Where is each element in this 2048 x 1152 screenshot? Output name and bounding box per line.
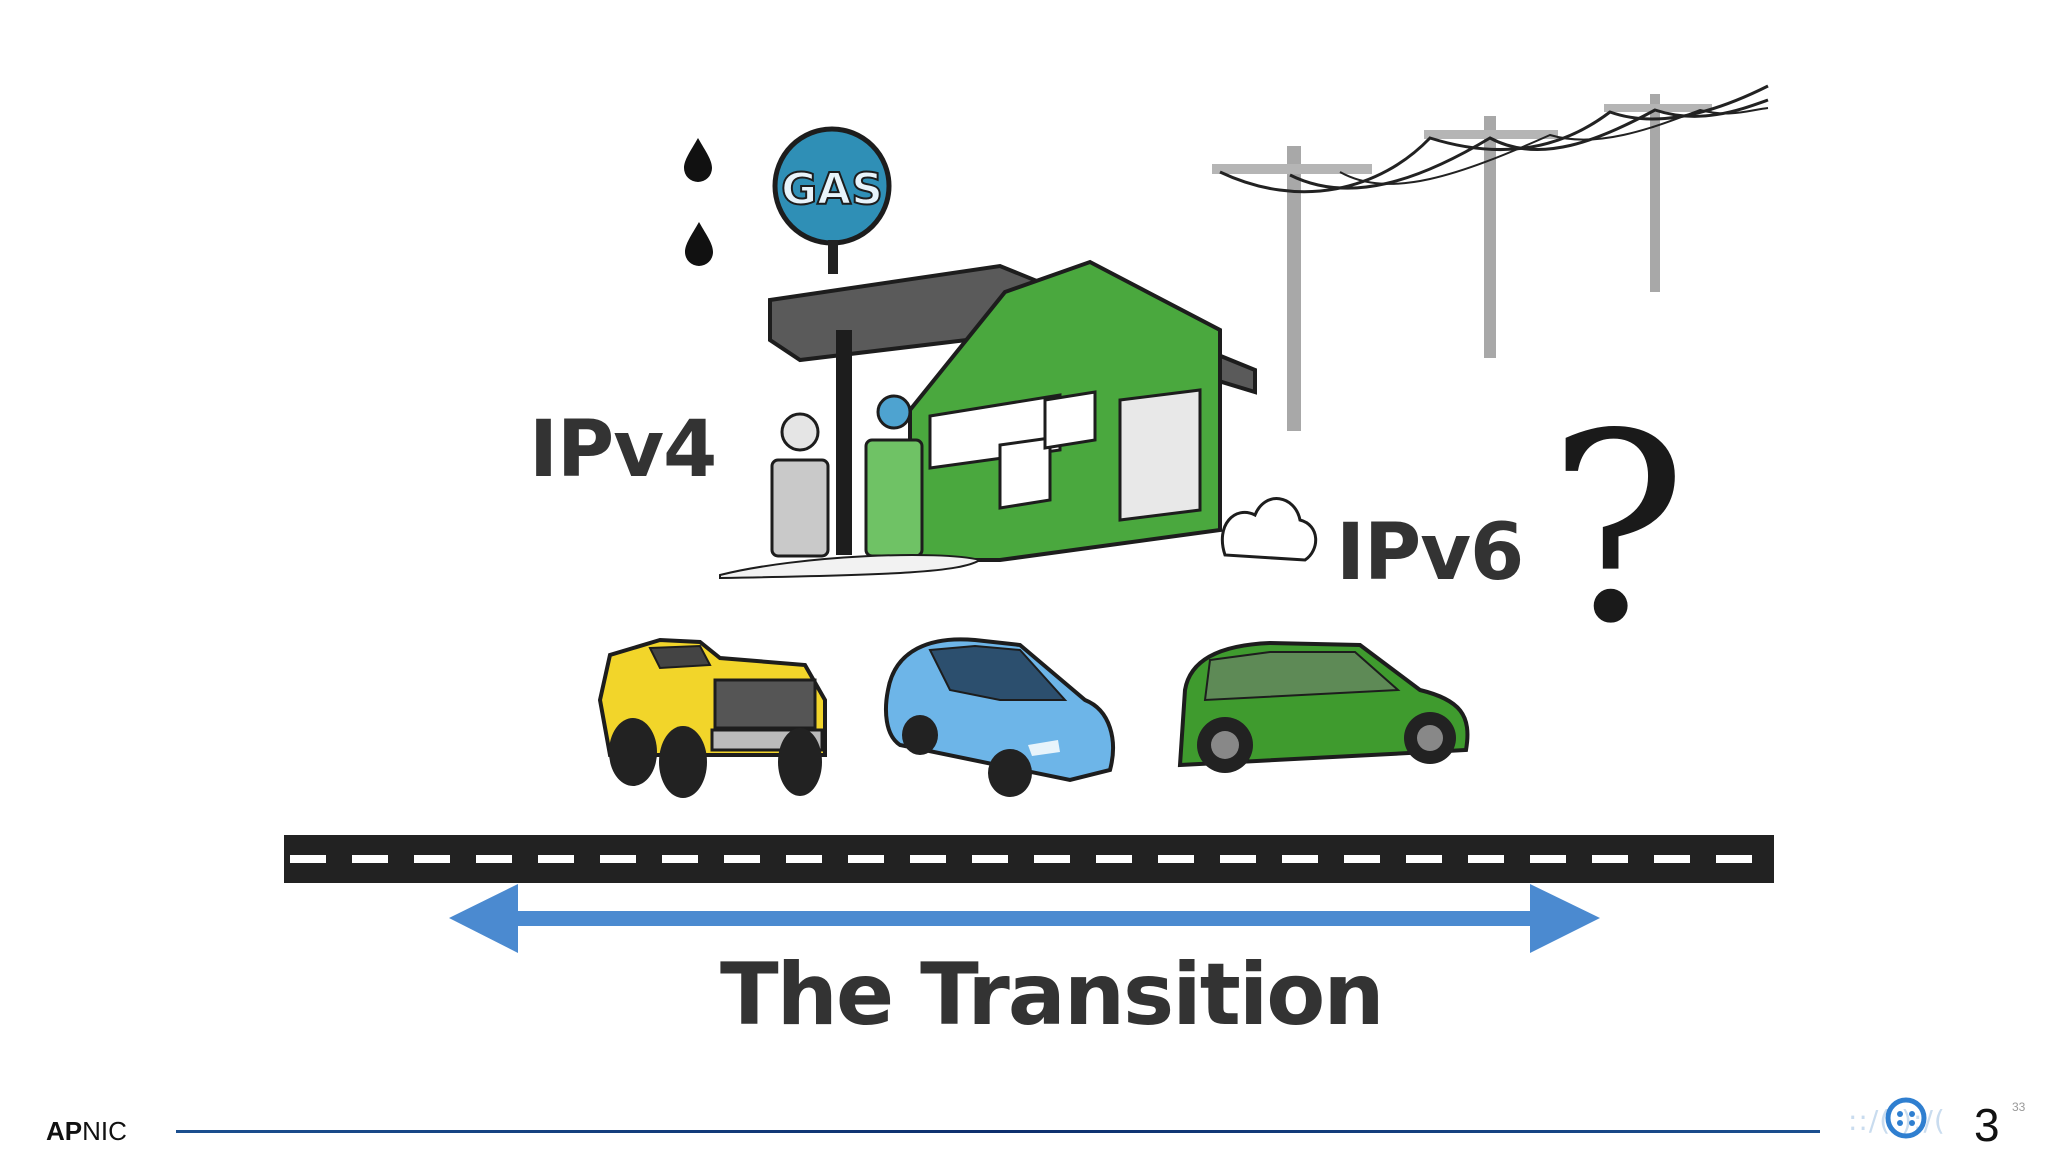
power-lines-illustration xyxy=(1212,84,1769,431)
ipv6-brand-mark-icon: ::/( ):/( xyxy=(1848,1097,1945,1139)
svg-text:GAS: GAS xyxy=(781,164,883,215)
logo-bold-part: AP xyxy=(46,1116,83,1146)
page-number: 3 xyxy=(1974,1099,2000,1151)
slide-caption: The Transition xyxy=(720,945,1385,1045)
green-car-illustration xyxy=(1177,640,1470,773)
road-illustration xyxy=(284,835,1774,883)
oil-drop-icon xyxy=(684,138,713,266)
ipv6-label: IPv6 xyxy=(1336,508,1524,598)
footer-divider xyxy=(176,1130,1820,1133)
ipv4-label: IPv4 xyxy=(529,405,717,495)
blue-car-illustration xyxy=(884,637,1115,797)
logo-regular-part: NIC xyxy=(82,1116,127,1146)
double-arrow-icon xyxy=(449,884,1600,953)
question-mark: ? xyxy=(1548,379,1687,681)
apnic-logo: APNIC xyxy=(46,1116,127,1147)
page-number-superscript: 33 xyxy=(2012,1100,2026,1114)
pickup-truck-illustration xyxy=(597,637,827,798)
gas-station-illustration: GAS xyxy=(719,126,1318,580)
